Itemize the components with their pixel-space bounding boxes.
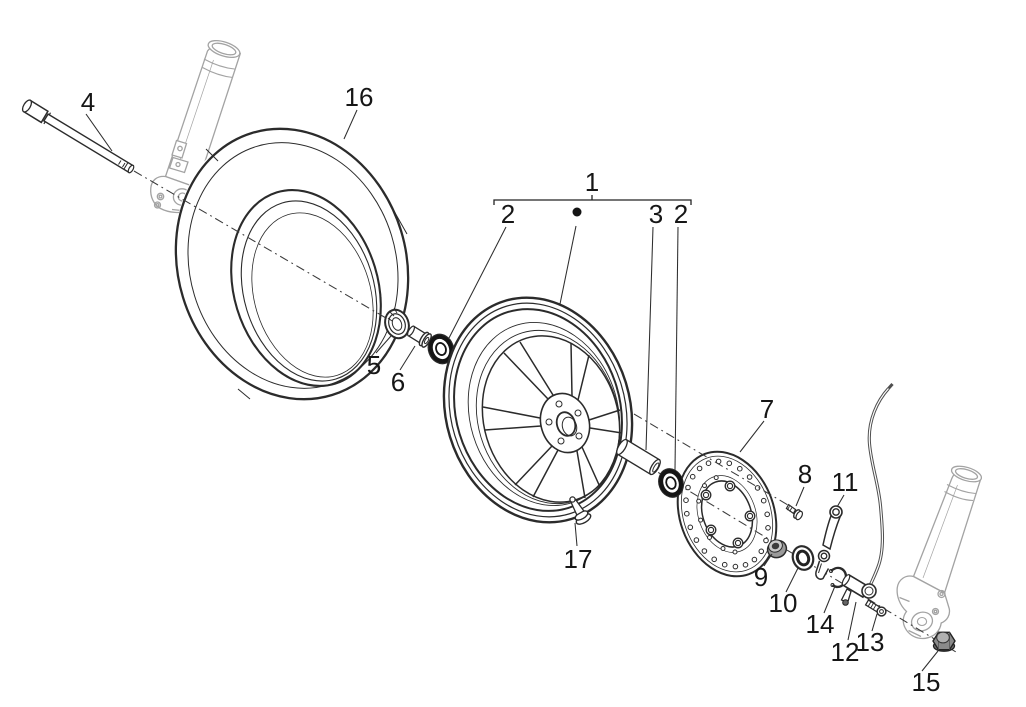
callout-14: 14 bbox=[806, 585, 836, 639]
part-number-4: 4 bbox=[81, 87, 95, 117]
part-number-16: 16 bbox=[345, 82, 374, 112]
wheel-dot-marker bbox=[572, 207, 582, 217]
callout-11: 11 bbox=[832, 467, 859, 508]
part-number-5: 5 bbox=[367, 350, 381, 380]
part-1-wheel-rim bbox=[442, 296, 634, 524]
callout-17: 17 bbox=[564, 522, 593, 574]
part-5-seal bbox=[384, 307, 410, 340]
part-number-12: 12 bbox=[831, 637, 860, 667]
part-number-9: 9 bbox=[754, 562, 768, 592]
group-item-number-3: 3 bbox=[649, 199, 663, 229]
callout-10: 10 bbox=[769, 567, 799, 618]
part-4-axle bbox=[21, 99, 135, 174]
callout-15: 15 bbox=[912, 650, 941, 697]
disc-screw-axis-line bbox=[633, 413, 794, 509]
part-13-screw bbox=[864, 599, 887, 617]
callout-13: 13 bbox=[856, 613, 885, 657]
callout-16: 16 bbox=[343, 82, 374, 140]
part-number-6: 6 bbox=[391, 367, 405, 397]
part-number-7: 7 bbox=[760, 394, 774, 424]
part-number-15: 15 bbox=[912, 667, 941, 697]
fork-leg-right bbox=[896, 465, 983, 640]
callout-7: 7 bbox=[739, 394, 774, 453]
part-17-tire-valve bbox=[569, 496, 592, 525]
part-number-11: 11 bbox=[832, 467, 859, 497]
part-3-spacer-tube bbox=[616, 438, 661, 476]
sensor-cable bbox=[867, 383, 894, 589]
part-15-axle-nut bbox=[932, 631, 956, 652]
part-2-bearing-left bbox=[427, 333, 455, 365]
callout-5: 5 bbox=[367, 335, 392, 380]
wheel-spokes bbox=[482, 341, 623, 499]
disc-mount-tabs bbox=[700, 480, 756, 549]
part-number-10: 10 bbox=[769, 588, 798, 618]
part-number-17: 17 bbox=[564, 544, 593, 574]
disc-drill-holes bbox=[683, 458, 771, 570]
callout-9: 9 bbox=[754, 553, 773, 592]
part-8-disc-screw bbox=[785, 503, 804, 521]
callout-12: 12 bbox=[831, 601, 860, 667]
group-item-number-2: 2 bbox=[501, 199, 515, 229]
group-item-number-2: 2 bbox=[674, 199, 688, 229]
callout-4: 4 bbox=[81, 87, 113, 152]
part-9-nut bbox=[766, 539, 788, 559]
callout-8: 8 bbox=[795, 459, 812, 507]
part-number-13: 13 bbox=[856, 627, 885, 657]
part-12-speed-sensor bbox=[840, 573, 877, 606]
part-number-14: 14 bbox=[806, 609, 835, 639]
part-2-bearing-right bbox=[658, 468, 684, 498]
part-10-washer bbox=[791, 545, 815, 571]
part-number-1: 1 bbox=[585, 167, 599, 197]
part-16-tire bbox=[174, 125, 410, 403]
part-11-bracket-arm bbox=[815, 505, 843, 580]
callout-6: 6 bbox=[391, 345, 416, 397]
part-number-8: 8 bbox=[798, 459, 812, 489]
